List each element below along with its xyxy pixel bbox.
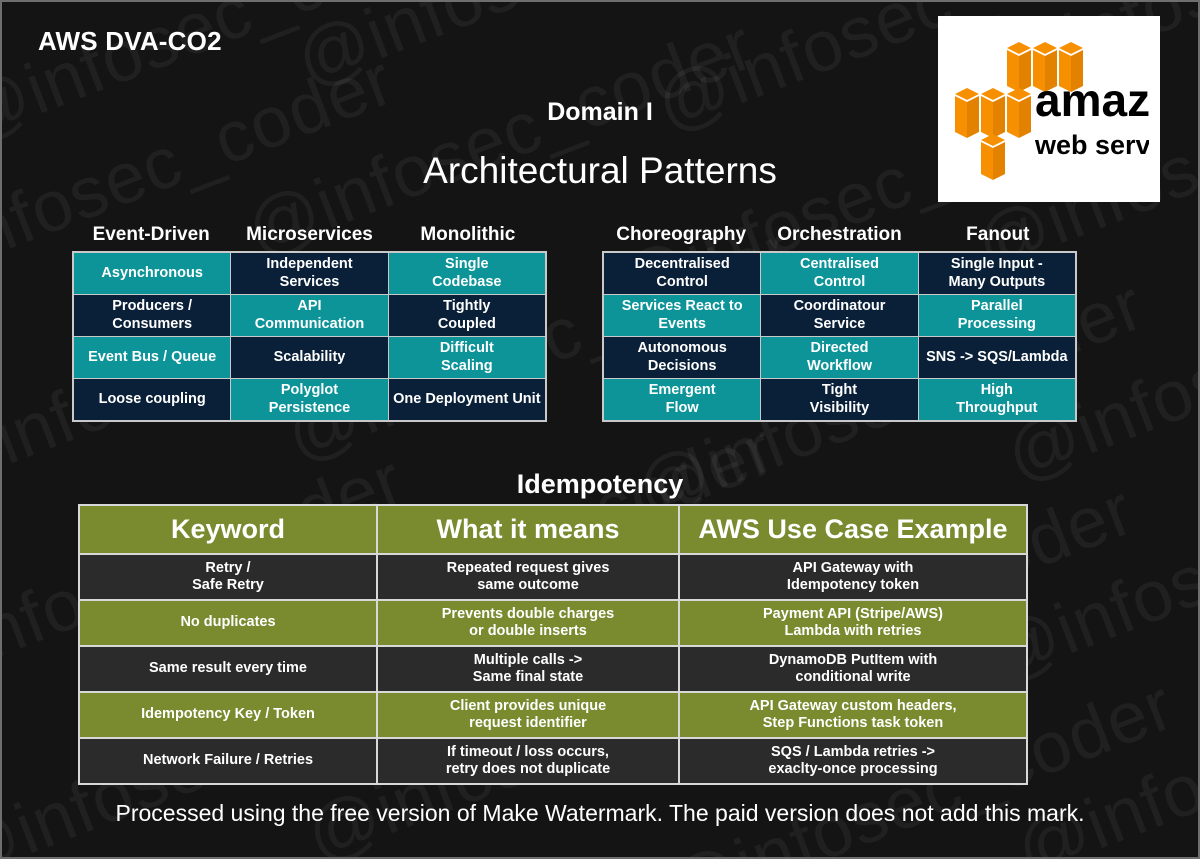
deck-title: AWS DVA-CO2 xyxy=(38,26,222,56)
column-header: What it means xyxy=(378,506,678,553)
pattern-cell: Scalability xyxy=(231,337,388,378)
watermark-footer-note: Processed using the free version of Make… xyxy=(115,800,1085,826)
pattern-column-heading: Monolithic xyxy=(420,224,516,245)
pattern-cell: Event Bus / Queue xyxy=(74,337,231,378)
table-cell: Multiple calls ->Same final state xyxy=(378,647,678,691)
idempotency-title: Idempotency xyxy=(516,469,684,499)
pattern-cell: One Deployment Unit xyxy=(388,379,545,420)
pattern-cell: Asynchronous xyxy=(74,253,231,294)
table-cell: Same result every time xyxy=(80,647,376,691)
pattern-column-heading: Fanout xyxy=(966,224,1030,245)
table-cell: API Gateway custom headers,Step Function… xyxy=(680,693,1026,737)
table-cell: If timeout / loss occurs,retry does not … xyxy=(378,739,678,783)
page-title: Architectural Patterns xyxy=(423,150,777,191)
pattern-column-heading: Microservices xyxy=(246,224,373,245)
pattern-cell: SNS -> SQS/Lambda xyxy=(918,337,1075,378)
table-cell: Network Failure / Retries xyxy=(80,739,376,783)
pattern-column-headings: Event-Driven Microservices Monolithic xyxy=(72,224,547,246)
watermark-text: @infosec_coder xyxy=(285,2,814,102)
table-cell: No duplicates xyxy=(80,601,376,645)
pattern-column-heading: Orchestration xyxy=(777,224,902,245)
table-cell: Idempotency Key / Token xyxy=(80,693,376,737)
table-cell: SQS / Lambda retries ->exaclty-once proc… xyxy=(680,739,1026,783)
domain-label: Domain I xyxy=(547,98,653,126)
table-cell: Retry /Safe Retry xyxy=(80,555,376,599)
pattern-column-heading: Choreography xyxy=(616,224,747,245)
table-cell: Payment API (Stripe/AWS)Lambda with retr… xyxy=(680,601,1026,645)
pattern-cell: Single Input -Many Outputs xyxy=(918,253,1075,294)
pattern-column-heading: Event-Driven xyxy=(92,224,210,245)
pattern-column-headings: Choreography Orchestration Fanout xyxy=(602,224,1077,246)
column-header: Keyword xyxy=(80,506,376,553)
pattern-cell: Loose coupling xyxy=(74,379,231,420)
column-header: AWS Use Case Example xyxy=(680,506,1026,553)
pattern-cell: Producers /Consumers xyxy=(74,295,231,336)
